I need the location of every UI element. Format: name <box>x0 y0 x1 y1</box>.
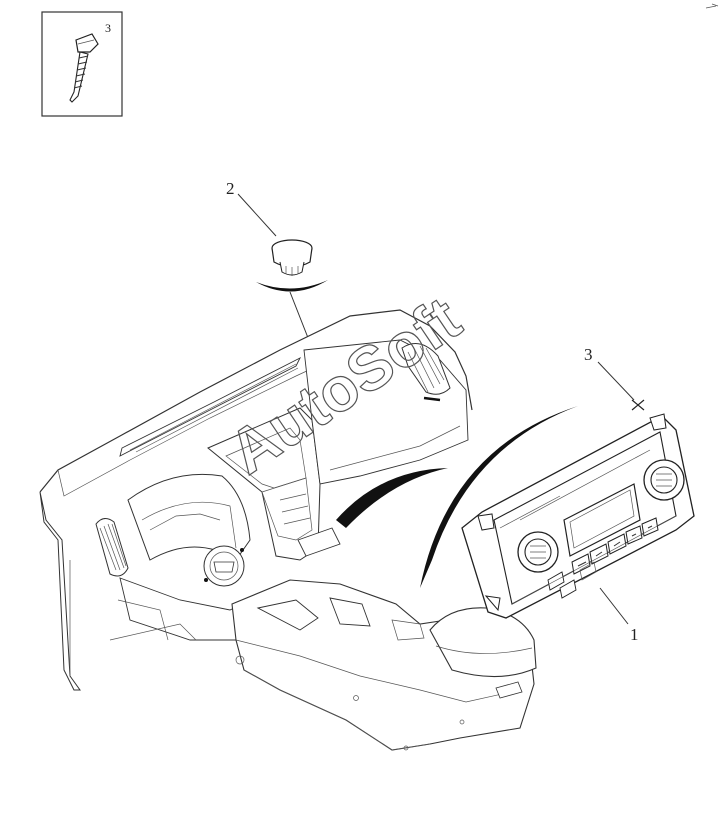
panel-callout-label: 1 <box>630 625 639 644</box>
cap-leader-line <box>237 193 277 237</box>
plug-cap-icon <box>271 239 313 276</box>
corner-mark <box>705 3 719 9</box>
panel-install-arrow-upper <box>336 468 448 528</box>
inset-callout-label: 3 <box>105 21 111 35</box>
cap-callout-label: 2 <box>226 179 235 198</box>
cap-install-arrow <box>256 280 328 292</box>
panel-screw-callout-label: 3 <box>584 345 593 364</box>
climate-control-panel-icon <box>461 413 695 619</box>
panel-screw-leader <box>597 361 635 401</box>
panel-screw-icon <box>631 399 645 411</box>
inset-box: 3 <box>41 11 123 117</box>
screw-icon <box>69 33 99 103</box>
panel-leader-line <box>599 587 629 625</box>
dashboard-icon <box>39 309 537 751</box>
